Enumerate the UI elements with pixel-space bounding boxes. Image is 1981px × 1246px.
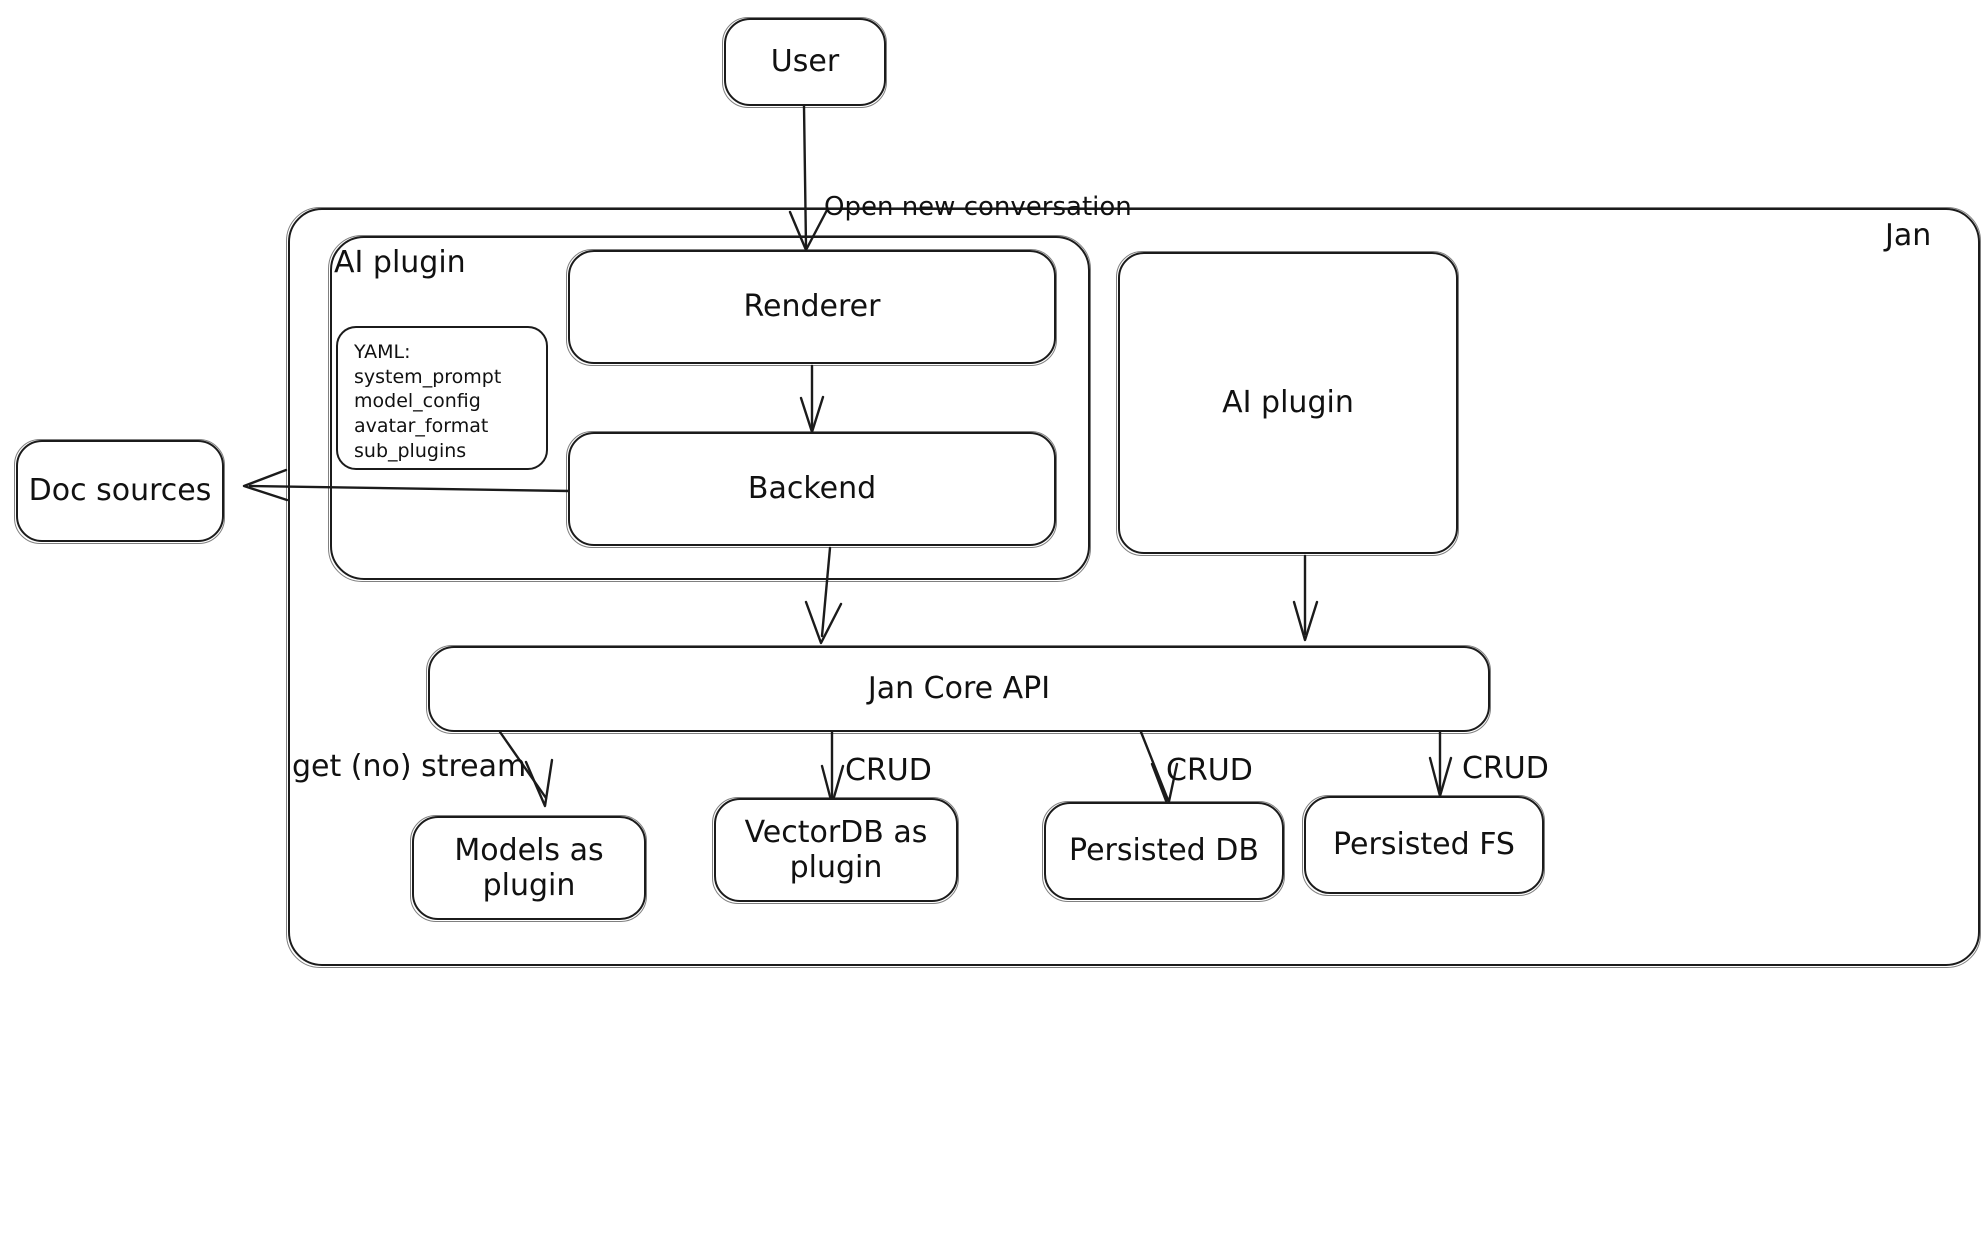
node-models-as-plugin-label-line-1: Models as: [454, 832, 604, 868]
node-models-as-plugin[interactable]: Models as plugin: [380, 792, 647, 922]
node-persisted-fs[interactable]: Persisted FS: [1302, 795, 1545, 896]
node-doc-sources-label: Doc sources: [28, 473, 212, 509]
node-backend-label: Backend: [747, 471, 877, 507]
edge-label-crud-persisted-fs: CRUD: [1462, 751, 1549, 786]
node-backend[interactable]: Backend: [566, 431, 1057, 548]
edge-label-crud-persisted-db: CRUD: [1166, 753, 1253, 788]
node-renderer[interactable]: Renderer: [566, 249, 1057, 366]
yaml-key-model-config: model_config: [354, 390, 481, 413]
node-jan-core-api[interactable]: Jan Core API: [426, 645, 1491, 734]
node-ai-plugin[interactable]: AI plugin: [1116, 251, 1459, 556]
node-models-as-plugin-label-line-2: plugin: [482, 868, 576, 903]
node-jan-core-api-label: Jan Core API: [867, 671, 1051, 707]
node-persisted-fs-label: Persisted FS: [1333, 827, 1515, 863]
yaml-key-avatar-format: avatar_format: [354, 415, 489, 438]
edge-label-get-no-stream: get (no) stream: [292, 749, 527, 784]
yaml-key-system-prompt: system_prompt: [354, 365, 502, 388]
node-persisted-db[interactable]: Persisted DB: [1042, 801, 1285, 902]
edge-label-crud-vectordb: CRUD: [845, 753, 932, 788]
edge-label-line-1: Open new conversation: [824, 191, 1132, 222]
yaml-key-sub-plugins: sub_plugins: [354, 439, 467, 462]
node-vectordb-as-plugin[interactable]: VectorDB as plugin: [712, 797, 959, 904]
node-doc-sources[interactable]: Doc sources: [14, 439, 225, 544]
node-vectordb-as-plugin-label-line-1: VectorDB as: [744, 814, 928, 850]
card-yaml-config: YAML: system_prompt model_config avatar_…: [336, 326, 548, 470]
yaml-header: YAML:: [354, 341, 411, 363]
node-ai-plugin-label: AI plugin: [1222, 385, 1354, 421]
node-vectordb-as-plugin-label-line-2: plugin: [789, 850, 883, 885]
node-user-label: User: [770, 44, 840, 80]
group-ai-plugin-label: AI plugin: [334, 245, 466, 280]
node-persisted-db-label: Persisted DB: [1069, 833, 1259, 869]
node-renderer-label: Renderer: [743, 289, 881, 325]
node-user[interactable]: User: [722, 17, 887, 108]
group-jan-label: Jan: [1885, 218, 1932, 253]
